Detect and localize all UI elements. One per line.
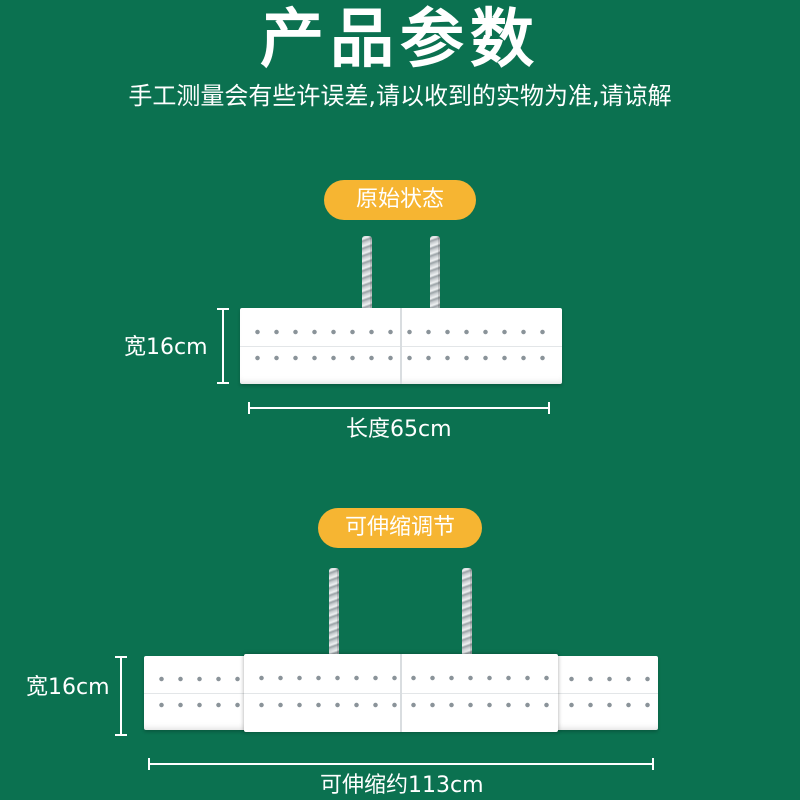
mounting-rod-right xyxy=(462,568,472,656)
panel-crease xyxy=(144,693,248,694)
page-subtitle: 手工测量会有些许误差,请以收到的实物为准,请谅解 xyxy=(128,82,672,110)
deflector-panel-original xyxy=(240,308,562,384)
width-dimension-line xyxy=(115,656,127,736)
vent-holes-row xyxy=(562,673,650,685)
width-label: 宽16cm xyxy=(124,335,208,360)
length-label: 长度65cm xyxy=(346,417,452,442)
panel-seam xyxy=(400,308,402,384)
panel-seam xyxy=(400,654,402,732)
original-state-badge: 原始状态 xyxy=(324,180,476,220)
extended-length-dimension-line xyxy=(148,758,654,770)
length-dimension-line xyxy=(248,402,550,414)
deflector-panel-center xyxy=(244,654,558,732)
deflector-extension-right xyxy=(554,656,658,730)
deflector-extension-left xyxy=(144,656,248,730)
vent-holes-row xyxy=(152,673,240,685)
mounting-rod-right xyxy=(430,236,440,310)
width-label: 宽16cm xyxy=(26,675,110,700)
panel-crease xyxy=(554,693,658,694)
page-title: 产品参数 xyxy=(260,3,540,77)
width-dimension-line xyxy=(217,308,229,384)
vent-holes-row xyxy=(562,699,650,711)
extended-length-label: 可伸缩约113cm xyxy=(320,773,484,798)
mounting-rod-left xyxy=(329,568,339,656)
vent-holes-row xyxy=(152,699,240,711)
mounting-rod-left xyxy=(362,236,372,310)
extended-state-badge: 可伸缩调节 xyxy=(318,508,482,548)
